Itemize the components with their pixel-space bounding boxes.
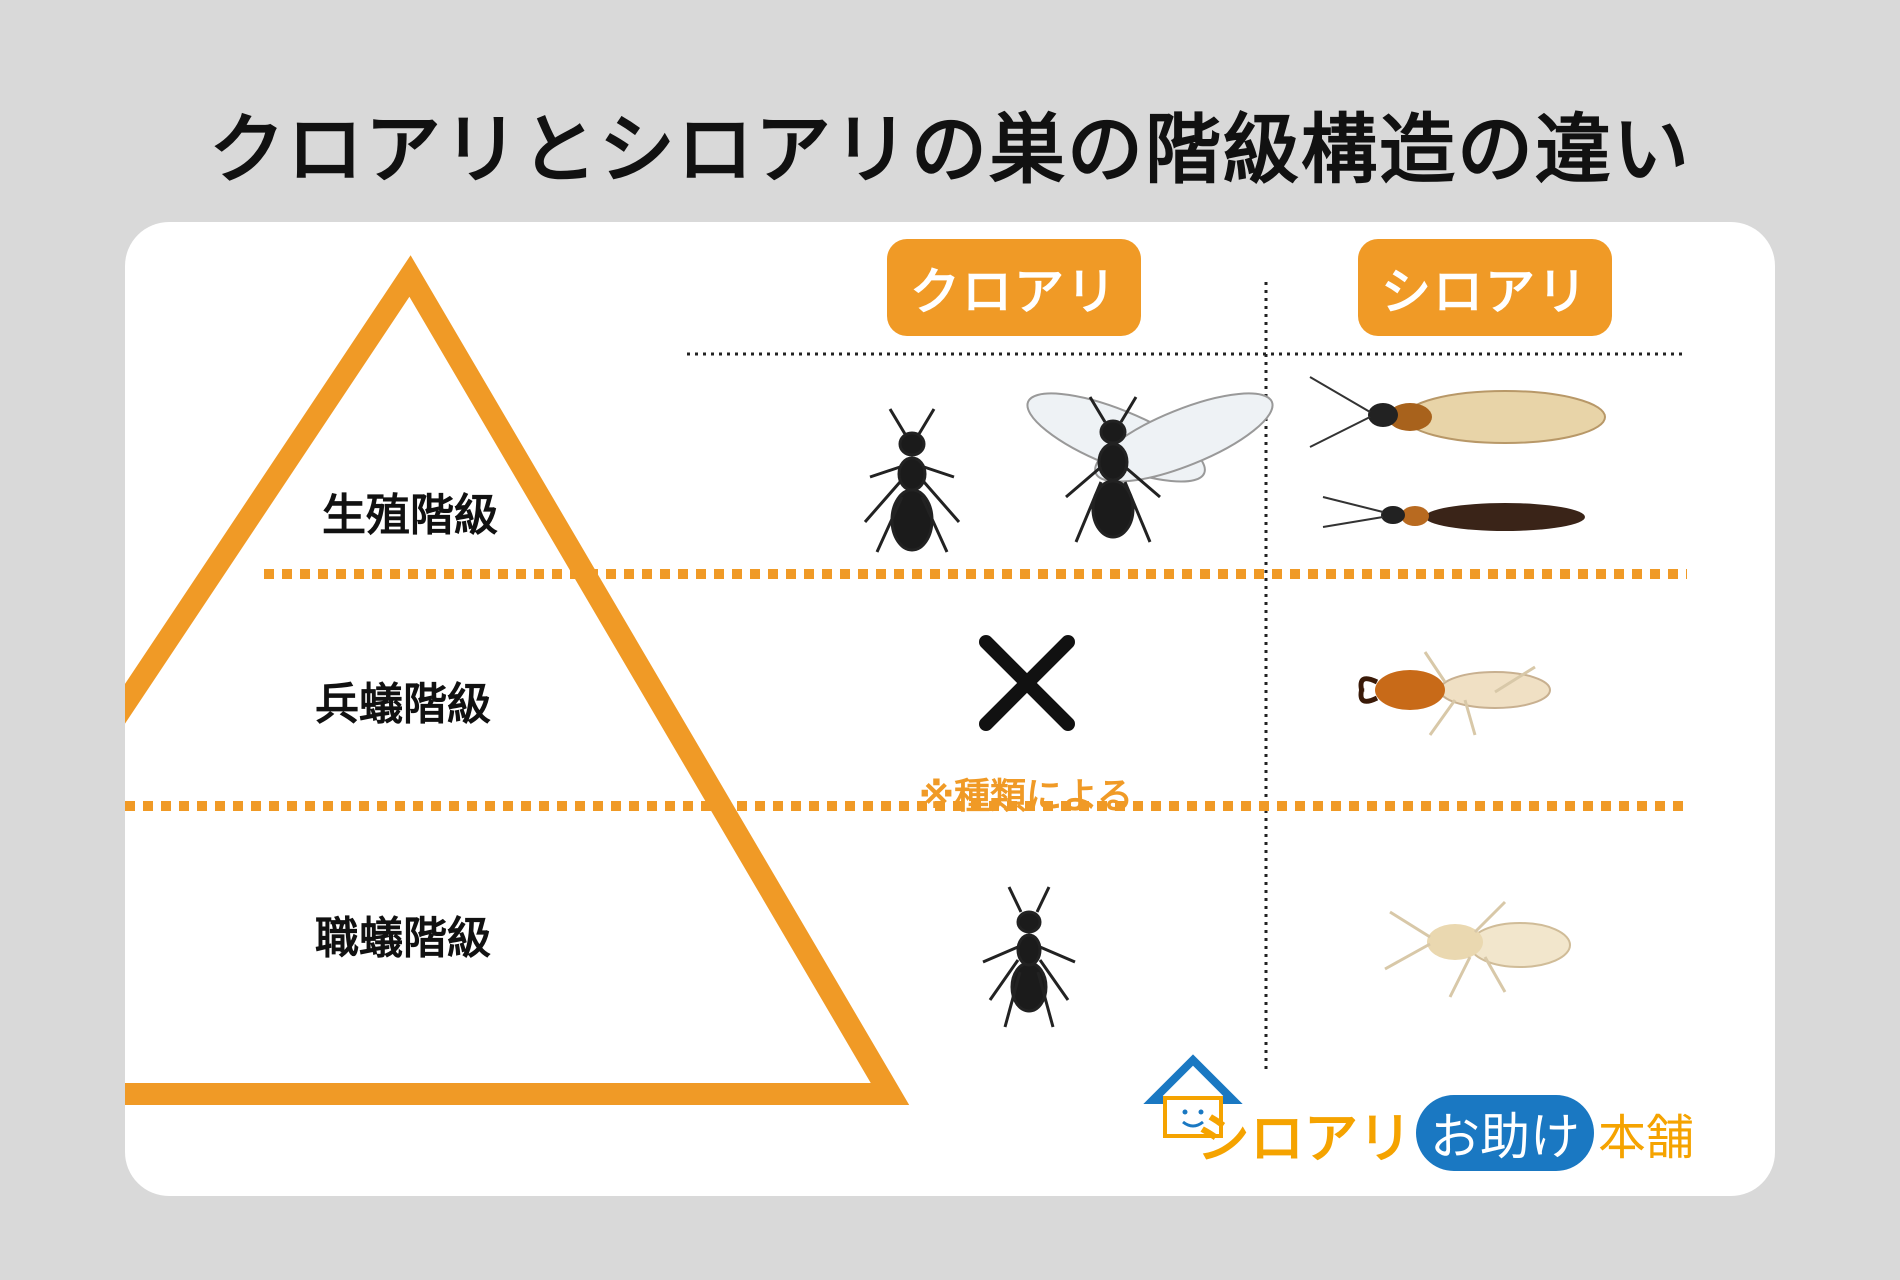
comparison-card: クロアリ シロアリ 生殖階級 兵蟻階級 職蟻階級 ※種類による シロアリ お助け… bbox=[125, 222, 1775, 1196]
level-label-worker: 職蟻階級 bbox=[315, 913, 491, 964]
winged-ant-icon bbox=[1026, 392, 1274, 543]
logo-mascot-icon bbox=[1143, 1054, 1243, 1138]
black-ant-queen-icon bbox=[863, 408, 961, 553]
logo-text-3: 本舗 bbox=[1598, 1110, 1695, 1166]
column-header-termite: シロアリ bbox=[1358, 239, 1612, 336]
termite-soldier-icon bbox=[1358, 651, 1551, 736]
logo-text-1: シロアリ bbox=[1196, 1106, 1412, 1170]
pyramid-triangle bbox=[125, 255, 910, 1105]
termite-reproductive-icon bbox=[1309, 376, 1606, 531]
level-label-soldier: 兵蟻階級 bbox=[315, 679, 491, 730]
brand-logo: シロアリ お助け 本舗 bbox=[1190, 1088, 1694, 1178]
black-ant-worker-icon bbox=[982, 886, 1076, 1028]
logo-text-2: お助け bbox=[1416, 1095, 1594, 1171]
page-title: クロアリとシロアリの巣の階級構造の違い bbox=[209, 105, 1691, 194]
column-header-black-ant: クロアリ bbox=[887, 239, 1141, 336]
cross-mark-icon bbox=[979, 635, 1075, 731]
hierarchy-diagram bbox=[125, 255, 1687, 1138]
species-note: ※種類による bbox=[919, 776, 1133, 817]
termite-worker-icon bbox=[1384, 900, 1571, 998]
level-label-reproductive: 生殖階級 bbox=[322, 490, 498, 541]
